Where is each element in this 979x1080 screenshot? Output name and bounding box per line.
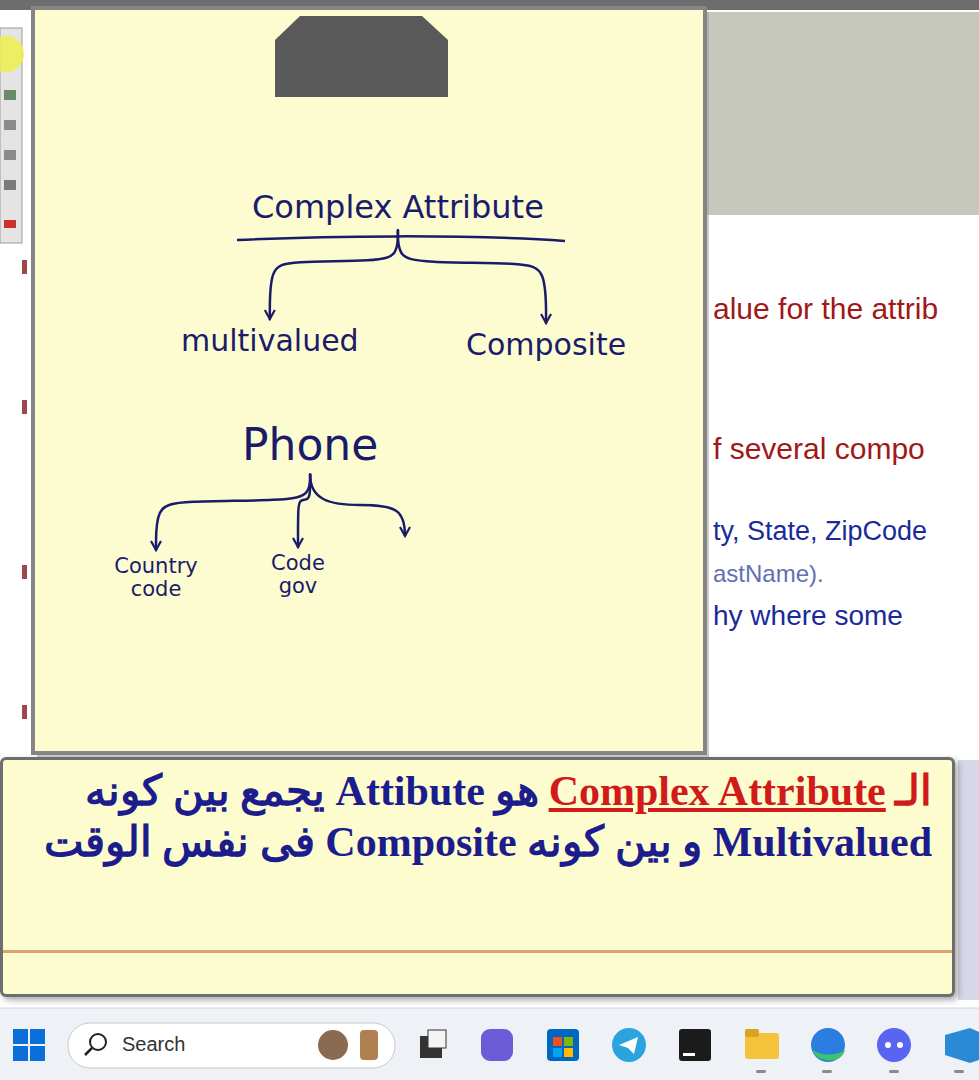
notepad-clip (275, 16, 448, 97)
telegram-icon (619, 1037, 638, 1054)
handwritten-term: Code gov (256, 550, 340, 600)
handwritten-term: Country code (104, 553, 208, 603)
empty-branch-arrow (310, 474, 405, 536)
search-placeholder: Search (122, 1033, 185, 1056)
running-indicator (889, 1070, 899, 1073)
ide-icon (679, 1029, 711, 1061)
taskbar (0, 1008, 979, 1080)
store-icon (564, 1037, 573, 1046)
handwritten-term: multivalued (178, 322, 362, 359)
slide-text-fragment: ty, State, ZipCode (713, 516, 927, 547)
search-box (68, 1023, 395, 1068)
handwritten-term: Complex Attribute (249, 188, 547, 227)
caption-box: الـComplex Attributeهو Attibute يجمع بين… (0, 757, 955, 997)
start-logo (13, 1029, 28, 1044)
term-text: multivalued (181, 324, 359, 357)
search-icon (85, 1048, 92, 1055)
running-indicator (954, 1070, 964, 1073)
discord-icon (885, 1042, 891, 1048)
folder-icon (745, 1029, 759, 1037)
tool-icon (4, 180, 16, 190)
discord-icon (897, 1042, 903, 1048)
caption-rule (3, 950, 952, 953)
highlighted-term: Complex Attribute (549, 768, 886, 814)
tool-icon (4, 150, 16, 160)
start-logo (30, 1046, 45, 1061)
slide-mark (22, 565, 27, 579)
term-text: Complex Attribute (252, 190, 544, 225)
store-icon (553, 1048, 562, 1057)
term-text: Composite (466, 328, 626, 361)
taskview-icon (428, 1030, 446, 1048)
caption-text: الـ (895, 768, 932, 814)
branch-arrow (270, 230, 398, 319)
slide-mark (22, 260, 27, 274)
tool-icon (4, 220, 16, 228)
slide-header-band (705, 12, 979, 215)
search-icon (90, 1034, 106, 1050)
slide-text-fragment: alue for the attrib (713, 292, 938, 326)
browser-icon (811, 1028, 845, 1062)
cursor-highlight (0, 36, 24, 72)
browser-icon (812, 1050, 845, 1061)
slide-text-fragment: hy where some (713, 600, 903, 632)
ide-icon (683, 1053, 695, 1056)
start-logo (30, 1029, 45, 1044)
underline-stroke (237, 236, 565, 241)
slide-text-fragment: astName). (713, 560, 824, 588)
running-indicator (756, 1070, 766, 1073)
start-logo (13, 1046, 28, 1061)
handwritten-term: Composite (463, 326, 629, 363)
taskbar-border (0, 1008, 979, 1009)
tool-icon (4, 120, 16, 130)
term-text: Country code (107, 555, 205, 601)
tool-icon (4, 90, 16, 100)
slide-mark (22, 400, 27, 414)
editor-icon (945, 1028, 979, 1063)
running-indicator (822, 1070, 832, 1073)
telegram-icon (612, 1028, 646, 1062)
notepad (33, 8, 705, 753)
handwritten-term: Phone (239, 419, 381, 471)
term-text: Code gov (259, 552, 337, 598)
slide-text-fragment: f several compo (713, 432, 925, 466)
search-highlight-icon (318, 1030, 348, 1060)
branch-arrow (398, 230, 546, 323)
store-icon (553, 1037, 562, 1046)
branch-arrow (298, 474, 310, 547)
term-text: Phone (242, 421, 378, 469)
search-highlight-icon (360, 1030, 378, 1060)
discord-icon (877, 1028, 911, 1062)
store-icon (547, 1029, 579, 1061)
chat-icon (481, 1029, 513, 1061)
store-icon (564, 1048, 573, 1057)
branch-arrow (156, 474, 310, 550)
slide-mark (22, 705, 27, 719)
slide-edge (958, 760, 979, 1000)
